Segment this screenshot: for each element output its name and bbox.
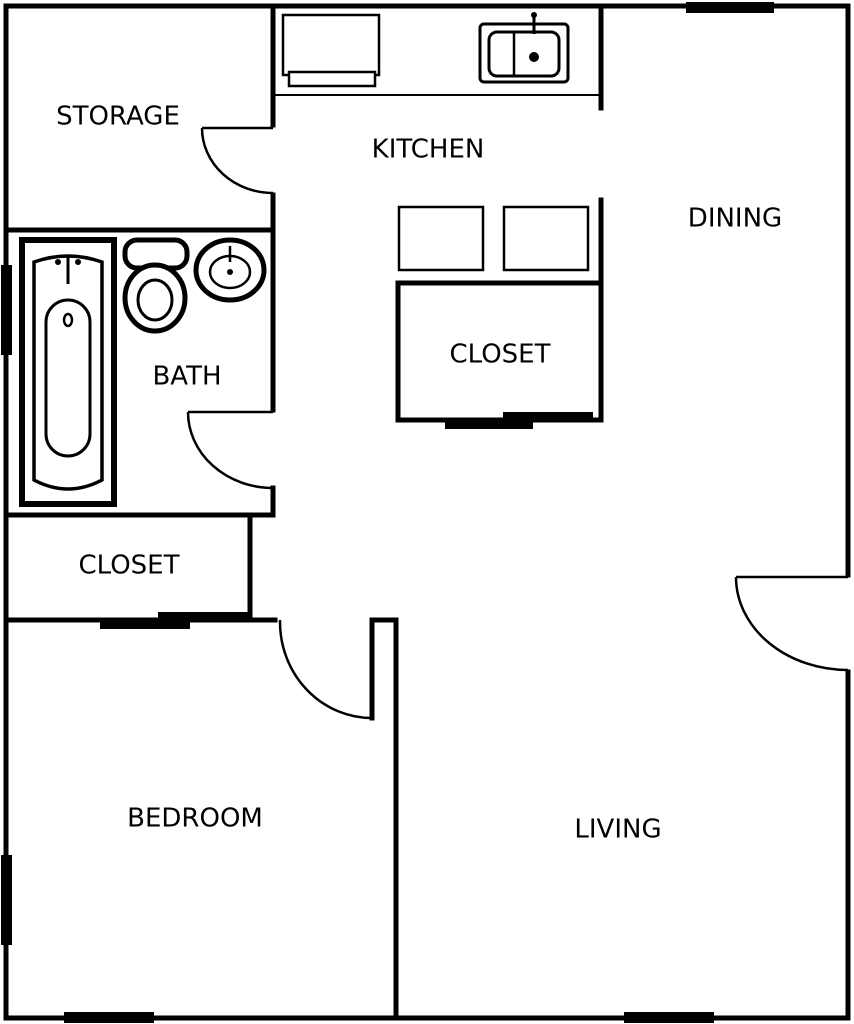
- door-entry: [734, 575, 849, 672]
- stove-icon: [281, 13, 381, 88]
- kitchen-sink-icon: [478, 12, 570, 84]
- window-left-bath: [1, 265, 12, 355]
- label-closet-center: CLOSET: [450, 340, 551, 370]
- label-closet-left: CLOSET: [79, 551, 180, 581]
- label-kitchen: KITCHEN: [372, 135, 485, 165]
- doors: [186, 126, 849, 720]
- bathtub-icon: [19, 237, 117, 507]
- label-dining: DINING: [688, 204, 782, 234]
- label-bath: BATH: [152, 362, 221, 392]
- closet-doors: [100, 412, 593, 629]
- bath-fixtures: [19, 237, 267, 507]
- door-bath: [186, 410, 274, 490]
- windows: [1, 2, 774, 1023]
- toilet-icon: [122, 237, 190, 334]
- window-bottom-right: [624, 1012, 714, 1023]
- door-bedroom: [278, 620, 373, 720]
- bath-sink-icon: [193, 237, 267, 303]
- label-living: LIVING: [574, 815, 661, 845]
- window-top-right: [686, 2, 774, 13]
- kitchen-cabinet-left-icon: [397, 205, 485, 272]
- room-labels: STORAGE KITCHEN DINING BATH CLOSET CLOSE…: [56, 102, 782, 845]
- door-storage: [200, 126, 274, 195]
- kitchen-fixtures: [281, 12, 590, 272]
- window-bottom-left: [64, 1012, 154, 1023]
- label-bedroom: BEDROOM: [127, 804, 263, 834]
- kitchen-cabinet-right-icon: [502, 205, 590, 272]
- label-storage: STORAGE: [56, 102, 180, 132]
- interior-walls: [3, 3, 604, 1021]
- window-left-bedroom: [1, 855, 12, 945]
